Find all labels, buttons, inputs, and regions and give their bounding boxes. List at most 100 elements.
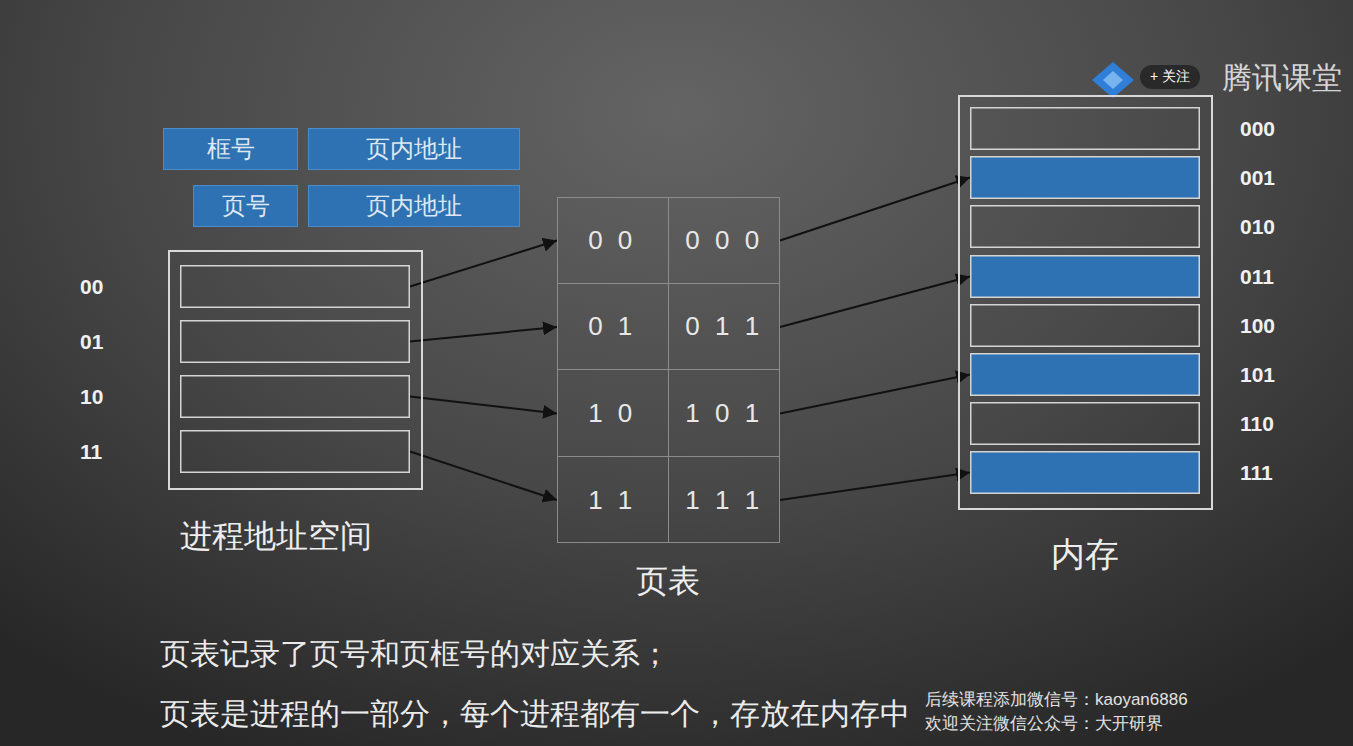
text-holder: 110	[1240, 402, 1274, 445]
text-holder: 内存	[1051, 532, 1119, 578]
text-holder: 页表	[636, 560, 700, 604]
field-label: 框号	[207, 133, 255, 165]
connector-arrow	[410, 397, 557, 414]
logo-shape	[1103, 71, 1123, 89]
table-cell: 1 1	[588, 485, 636, 516]
label-holder: 页表记录了页号和页框号的对应关系；	[160, 634, 670, 675]
label-holder: 页表是进程的一部分，每个进程都有一个，存放在内存中	[160, 694, 910, 735]
note-text: 页表是进程的一部分，每个进程都有一个，存放在内存中	[160, 697, 910, 730]
heading: 进程地址空间	[180, 518, 372, 554]
field-label: 页号	[222, 190, 270, 222]
text-holder: 011	[1240, 255, 1274, 298]
frame-box: 011	[970, 255, 1200, 298]
address-label: 10	[80, 385, 103, 409]
connector-arrow	[410, 241, 557, 287]
follow-button: + 关注	[1140, 65, 1200, 89]
note-text: 页表记录了页号和页框号的对应关系；	[160, 637, 670, 670]
address-label: 100	[1240, 314, 1275, 338]
connector-arrow	[780, 473, 970, 501]
table-cell: 1 0	[588, 398, 636, 429]
connector-arrow	[410, 452, 557, 501]
memory-box: 000001010011100101110111内存	[958, 95, 1213, 510]
label-holder: 欢迎关注微信公众号：大开研界	[925, 712, 1163, 735]
address-label: 101	[1240, 363, 1275, 387]
address-label: 000	[1240, 117, 1275, 141]
address-label: 111	[1240, 461, 1273, 485]
page-box: 00	[180, 265, 410, 308]
frame-box: 001	[970, 156, 1200, 199]
connector-arrow	[410, 327, 557, 342]
page-table-row: 1 1 1 1 1	[557, 457, 780, 543]
text-holder: 100	[1240, 304, 1275, 347]
address-label: 00	[80, 275, 103, 299]
frame-box: 100	[970, 304, 1200, 347]
text-holder: 11	[80, 430, 102, 473]
text-holder: 进程地址空间	[180, 515, 372, 559]
text-holder: 10	[80, 375, 103, 418]
logo-icon	[1090, 56, 1136, 100]
watermark: 欢迎关注微信公众号：大开研界	[925, 714, 1163, 733]
page-box: 10	[180, 375, 410, 418]
text-holder: 页号	[193, 185, 298, 227]
label-holder: 后续课程添加微信号：kaoyan6886	[925, 688, 1188, 711]
text-holder: 1 0 1	[669, 370, 781, 456]
text-holder: 页内地址	[308, 128, 520, 170]
page-table: 0 00 0 00 10 1 11 01 0 11 11 1 1页表	[557, 197, 780, 543]
text-holder: 101	[1240, 353, 1275, 396]
text-holder: 页内地址	[308, 185, 520, 227]
address-label: 01	[80, 330, 103, 354]
table-cell: 1 1 1	[685, 485, 763, 516]
field-box: 页内地址	[308, 185, 520, 227]
text-holder: 010	[1240, 205, 1275, 248]
field-label: 页内地址	[366, 190, 462, 222]
address-label: 011	[1240, 265, 1274, 289]
table-cell: 0 0	[588, 225, 636, 256]
page-table-row: 0 0 0 0 0	[557, 197, 780, 284]
field-box: 页号	[193, 185, 298, 227]
address-label: 001	[1240, 166, 1275, 190]
text-holder: 111	[1240, 451, 1273, 494]
field-box: 页内地址	[308, 128, 520, 170]
frame-box: 000	[970, 107, 1200, 150]
text-holder: 1 1 1	[669, 457, 781, 543]
text-holder: 0 0 0	[669, 197, 781, 283]
page-box: 11	[180, 430, 410, 473]
frame-box: 110	[970, 402, 1200, 445]
logo-shape	[1092, 62, 1134, 98]
table-cell: 0 1 1	[685, 311, 763, 342]
page-box: 01	[180, 320, 410, 363]
address-label: 11	[80, 440, 102, 464]
text-holder: 01	[80, 320, 103, 363]
label-holder: + 关注	[1140, 65, 1200, 89]
frame-box: 111	[970, 451, 1200, 494]
connector-arrow	[780, 277, 970, 328]
heading: 页表	[636, 563, 700, 599]
label-holder: 腾讯课堂	[1222, 58, 1342, 99]
text-holder: 框号	[163, 128, 298, 170]
frame-box: 101	[970, 353, 1200, 396]
address-space-box: 00011011进程地址空间	[168, 250, 423, 490]
text-holder: 00	[80, 265, 103, 308]
page-table-row: 1 0 1 0 1	[557, 370, 780, 457]
table-cell: 1 0 1	[685, 398, 763, 429]
field-label: 页内地址	[366, 133, 462, 165]
connector-arrow	[780, 375, 970, 414]
address-label: 010	[1240, 215, 1275, 239]
text-holder: 0 0	[557, 197, 669, 283]
text-holder: 001	[1240, 156, 1275, 199]
text-holder: 1 0	[557, 370, 669, 456]
text-holder: 0 1 1	[669, 284, 781, 369]
watermark: 后续课程添加微信号：kaoyan6886	[925, 690, 1188, 709]
watermark: 腾讯课堂	[1222, 61, 1342, 94]
frame-box: 010	[970, 205, 1200, 248]
text-holder: 1 1	[557, 457, 669, 543]
field-box: 框号	[163, 128, 298, 170]
page-table-row: 0 1 0 1 1	[557, 284, 780, 370]
connector-arrow	[780, 178, 970, 241]
table-cell: 0 0 0	[685, 225, 763, 256]
text-holder: 000	[1240, 107, 1275, 150]
heading: 内存	[1051, 535, 1119, 573]
text-holder: 0 1	[557, 284, 669, 369]
address-label: 110	[1240, 412, 1274, 436]
table-cell: 0 1	[588, 311, 636, 342]
